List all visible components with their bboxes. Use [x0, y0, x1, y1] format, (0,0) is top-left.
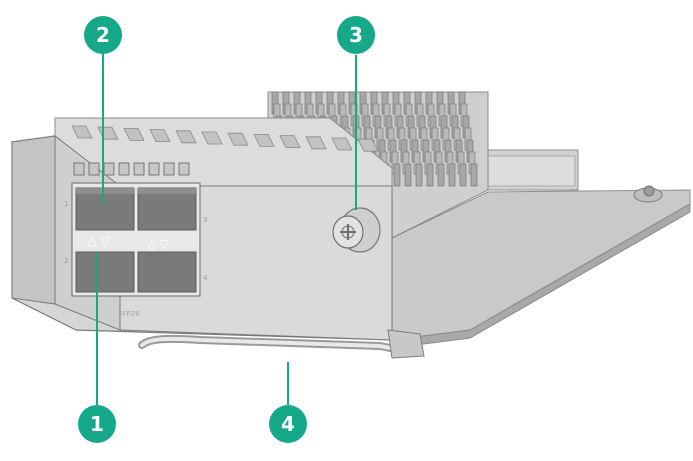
status-led: [103, 162, 115, 176]
heatsink-fin: [393, 163, 401, 187]
port-number-2: 2: [64, 257, 68, 265]
port-number-3: 3: [203, 216, 207, 224]
sfp28-port-cage: △ ▽ △ ▽: [71, 182, 201, 297]
port-number-4: 4: [203, 274, 208, 282]
vent-slot: [123, 128, 145, 141]
status-led: [133, 162, 145, 176]
sfp28-panel-label: SFP28: [118, 310, 140, 318]
callout-3-number: 3: [349, 23, 363, 47]
sfp28-port-2[interactable]: [75, 251, 135, 293]
heatsink-fin: [459, 163, 467, 187]
callout-leaders: [96, 52, 357, 405]
vent-slot: [253, 134, 275, 147]
ejector-handle[interactable]: [138, 329, 425, 359]
callout-3: 3: [337, 16, 375, 54]
vent-slot: [227, 132, 249, 146]
captive-screw[interactable]: [332, 207, 381, 253]
vent-slot: [279, 135, 301, 148]
heatsink-fin: [448, 163, 456, 187]
vent-slot: [149, 129, 171, 142]
heatsink-fin: [437, 163, 445, 187]
heatsink-fin: [426, 163, 434, 187]
heatsink-fin: [470, 163, 478, 187]
callout-4: 4: [269, 405, 307, 443]
module-base-board: [391, 149, 691, 349]
sfp28-port-1[interactable]: [75, 187, 135, 231]
vent-slot: [175, 130, 197, 144]
sfp28-port-3[interactable]: [137, 187, 197, 231]
status-led: [73, 162, 85, 176]
callout-4-number: 4: [281, 412, 295, 436]
heatsink-fin: [404, 163, 412, 187]
callout-2-number: 2: [96, 23, 110, 47]
board-screw: [633, 185, 663, 203]
callout-2: 2: [84, 16, 122, 54]
vent-slot: [331, 137, 353, 151]
status-led: [88, 162, 100, 176]
port-arrows-right: △ ▽: [147, 237, 170, 251]
vent-slot: [357, 138, 379, 152]
port-number-1: 1: [64, 200, 68, 208]
status-led: [118, 162, 130, 176]
callout-1: 1: [78, 405, 116, 443]
vent-slot: [201, 131, 223, 145]
heatsink-fin: [415, 163, 423, 187]
callout-1-number: 1: [90, 412, 104, 436]
status-led: [178, 162, 190, 176]
port-arrows-left: △ ▽: [87, 234, 110, 248]
vent-slot: [305, 136, 327, 150]
status-led: [148, 162, 160, 176]
vent-slot: [71, 125, 93, 139]
status-led-row: [73, 162, 190, 176]
sfp28-port-4[interactable]: [137, 251, 197, 293]
status-led: [163, 162, 175, 176]
